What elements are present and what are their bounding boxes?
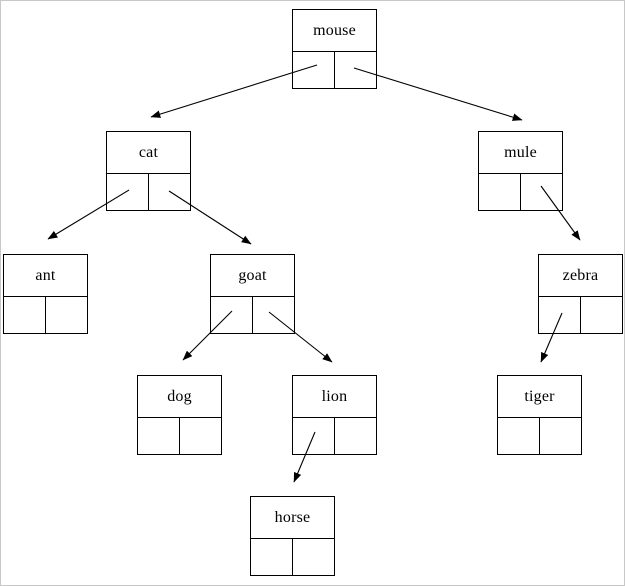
right-pointer-cell-mouse[interactable] [335, 52, 377, 88]
right-pointer-cell-lion[interactable] [335, 418, 377, 454]
tree-node-horse[interactable]: horse [250, 496, 335, 576]
right-pointer-cell-zebra[interactable] [581, 297, 623, 333]
node-label-dog: dog [138, 376, 221, 418]
node-pointers-cat [107, 174, 190, 210]
right-pointer-cell-dog[interactable] [180, 418, 222, 454]
node-pointers-lion [293, 418, 376, 454]
tree-node-zebra[interactable]: zebra [538, 254, 623, 334]
tree-node-goat[interactable]: goat [210, 254, 295, 334]
right-pointer-cell-mule[interactable] [521, 174, 563, 210]
left-pointer-cell-cat[interactable] [107, 174, 149, 210]
node-pointers-zebra [539, 297, 622, 333]
left-pointer-cell-horse[interactable] [251, 539, 293, 575]
node-pointers-dog [138, 418, 221, 454]
tree-node-mouse[interactable]: mouse [292, 9, 377, 89]
left-pointer-cell-dog[interactable] [138, 418, 180, 454]
left-pointer-cell-zebra[interactable] [539, 297, 581, 333]
node-pointers-goat [211, 297, 294, 333]
tree-node-dog[interactable]: dog [137, 375, 222, 455]
left-pointer-cell-ant[interactable] [4, 297, 46, 333]
node-pointers-horse [251, 539, 334, 575]
left-pointer-cell-lion[interactable] [293, 418, 335, 454]
right-pointer-cell-ant[interactable] [46, 297, 88, 333]
node-label-horse: horse [251, 497, 334, 539]
tree-node-ant[interactable]: ant [3, 254, 88, 334]
right-pointer-cell-horse[interactable] [293, 539, 335, 575]
right-pointer-cell-goat[interactable] [253, 297, 295, 333]
right-pointer-cell-cat[interactable] [149, 174, 191, 210]
node-label-tiger: tiger [498, 376, 581, 418]
node-label-goat: goat [211, 255, 294, 297]
left-pointer-cell-mouse[interactable] [293, 52, 335, 88]
tree-node-mule[interactable]: mule [478, 131, 563, 211]
node-label-lion: lion [293, 376, 376, 418]
edge-mouse-right-to-mule [353, 67, 523, 121]
node-label-cat: cat [107, 132, 190, 174]
node-label-zebra: zebra [539, 255, 622, 297]
node-pointers-ant [4, 297, 87, 333]
left-pointer-cell-mule[interactable] [479, 174, 521, 210]
node-label-mule: mule [479, 132, 562, 174]
node-pointers-mouse [293, 52, 376, 88]
left-pointer-cell-goat[interactable] [211, 297, 253, 333]
tree-node-tiger[interactable]: tiger [497, 375, 582, 455]
tree-node-lion[interactable]: lion [292, 375, 377, 455]
node-pointers-tiger [498, 418, 581, 454]
node-pointers-mule [479, 174, 562, 210]
right-pointer-cell-tiger[interactable] [540, 418, 582, 454]
node-label-ant: ant [4, 255, 87, 297]
node-label-mouse: mouse [293, 10, 376, 52]
tree-node-cat[interactable]: cat [106, 131, 191, 211]
left-pointer-cell-tiger[interactable] [498, 418, 540, 454]
